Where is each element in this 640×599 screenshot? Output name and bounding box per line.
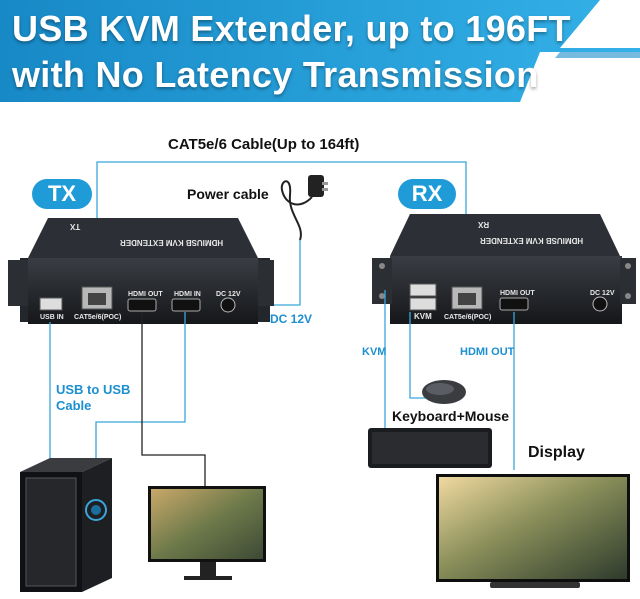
power-adapter [280, 175, 328, 241]
pc-tower [20, 458, 112, 592]
rx-port-dc: DC 12V [590, 290, 615, 297]
tx-port-usb-in: USB IN [40, 314, 64, 321]
banner-shape [0, 0, 640, 102]
dc-12v-label: DC 12V [270, 312, 313, 326]
tx-monitor [148, 486, 266, 580]
keyboard-mouse-label: Keyboard+Mouse [392, 408, 510, 424]
rx-display [436, 474, 630, 588]
tx-port-hdmi-out: HDMI OUT [128, 291, 163, 298]
tx-port-dc: DC 12V [216, 291, 241, 298]
tx-device [8, 218, 274, 324]
tx-port-cat: CAT5e/6(POC) [74, 314, 122, 321]
rx-port-kvm: KVM [414, 312, 432, 321]
hdmi-out-label: HDMI OUT [460, 346, 515, 358]
kvm-label: KVM [362, 346, 387, 358]
banner-title-line2: with No Latency Transmission [12, 54, 539, 95]
usb-to-usb-label-line2: Cable [56, 398, 92, 413]
tx-device-side-text: TX [70, 222, 81, 231]
keyboard [368, 428, 492, 468]
rx-cables [384, 290, 515, 470]
banner-title-line1: USB KVM Extender, up to 196FT [12, 8, 571, 49]
mouse [422, 380, 466, 404]
rx-badge: RX [398, 179, 456, 209]
rx-device [372, 214, 636, 324]
tx-device-name: HDMIUSB KVM EXTENDER [120, 238, 224, 247]
display-label: Display [528, 444, 585, 461]
tx-badge: TX [32, 179, 92, 209]
rx-device-side-text: RX [478, 220, 490, 229]
rx-device-name: HDMIUSB KVM EXTENDER [480, 236, 584, 245]
header-banner: USB KVM Extender, up to 196FT with No La… [0, 0, 640, 112]
usb-to-usb-label-line1: USB to USB [56, 382, 131, 397]
rx-port-cat: CAT5e/6(POC) [444, 314, 492, 321]
power-cable-label: Power cable [187, 186, 269, 202]
tx-port-hdmi-in: HDMI IN [174, 291, 201, 298]
tx-cables [49, 312, 186, 462]
tx-hdmi-out-line [141, 312, 206, 486]
cat-cable-label: CAT5e/6 Cable(Up to 164ft) [168, 136, 360, 153]
rx-port-hdmi-out: HDMI OUT [500, 290, 535, 297]
